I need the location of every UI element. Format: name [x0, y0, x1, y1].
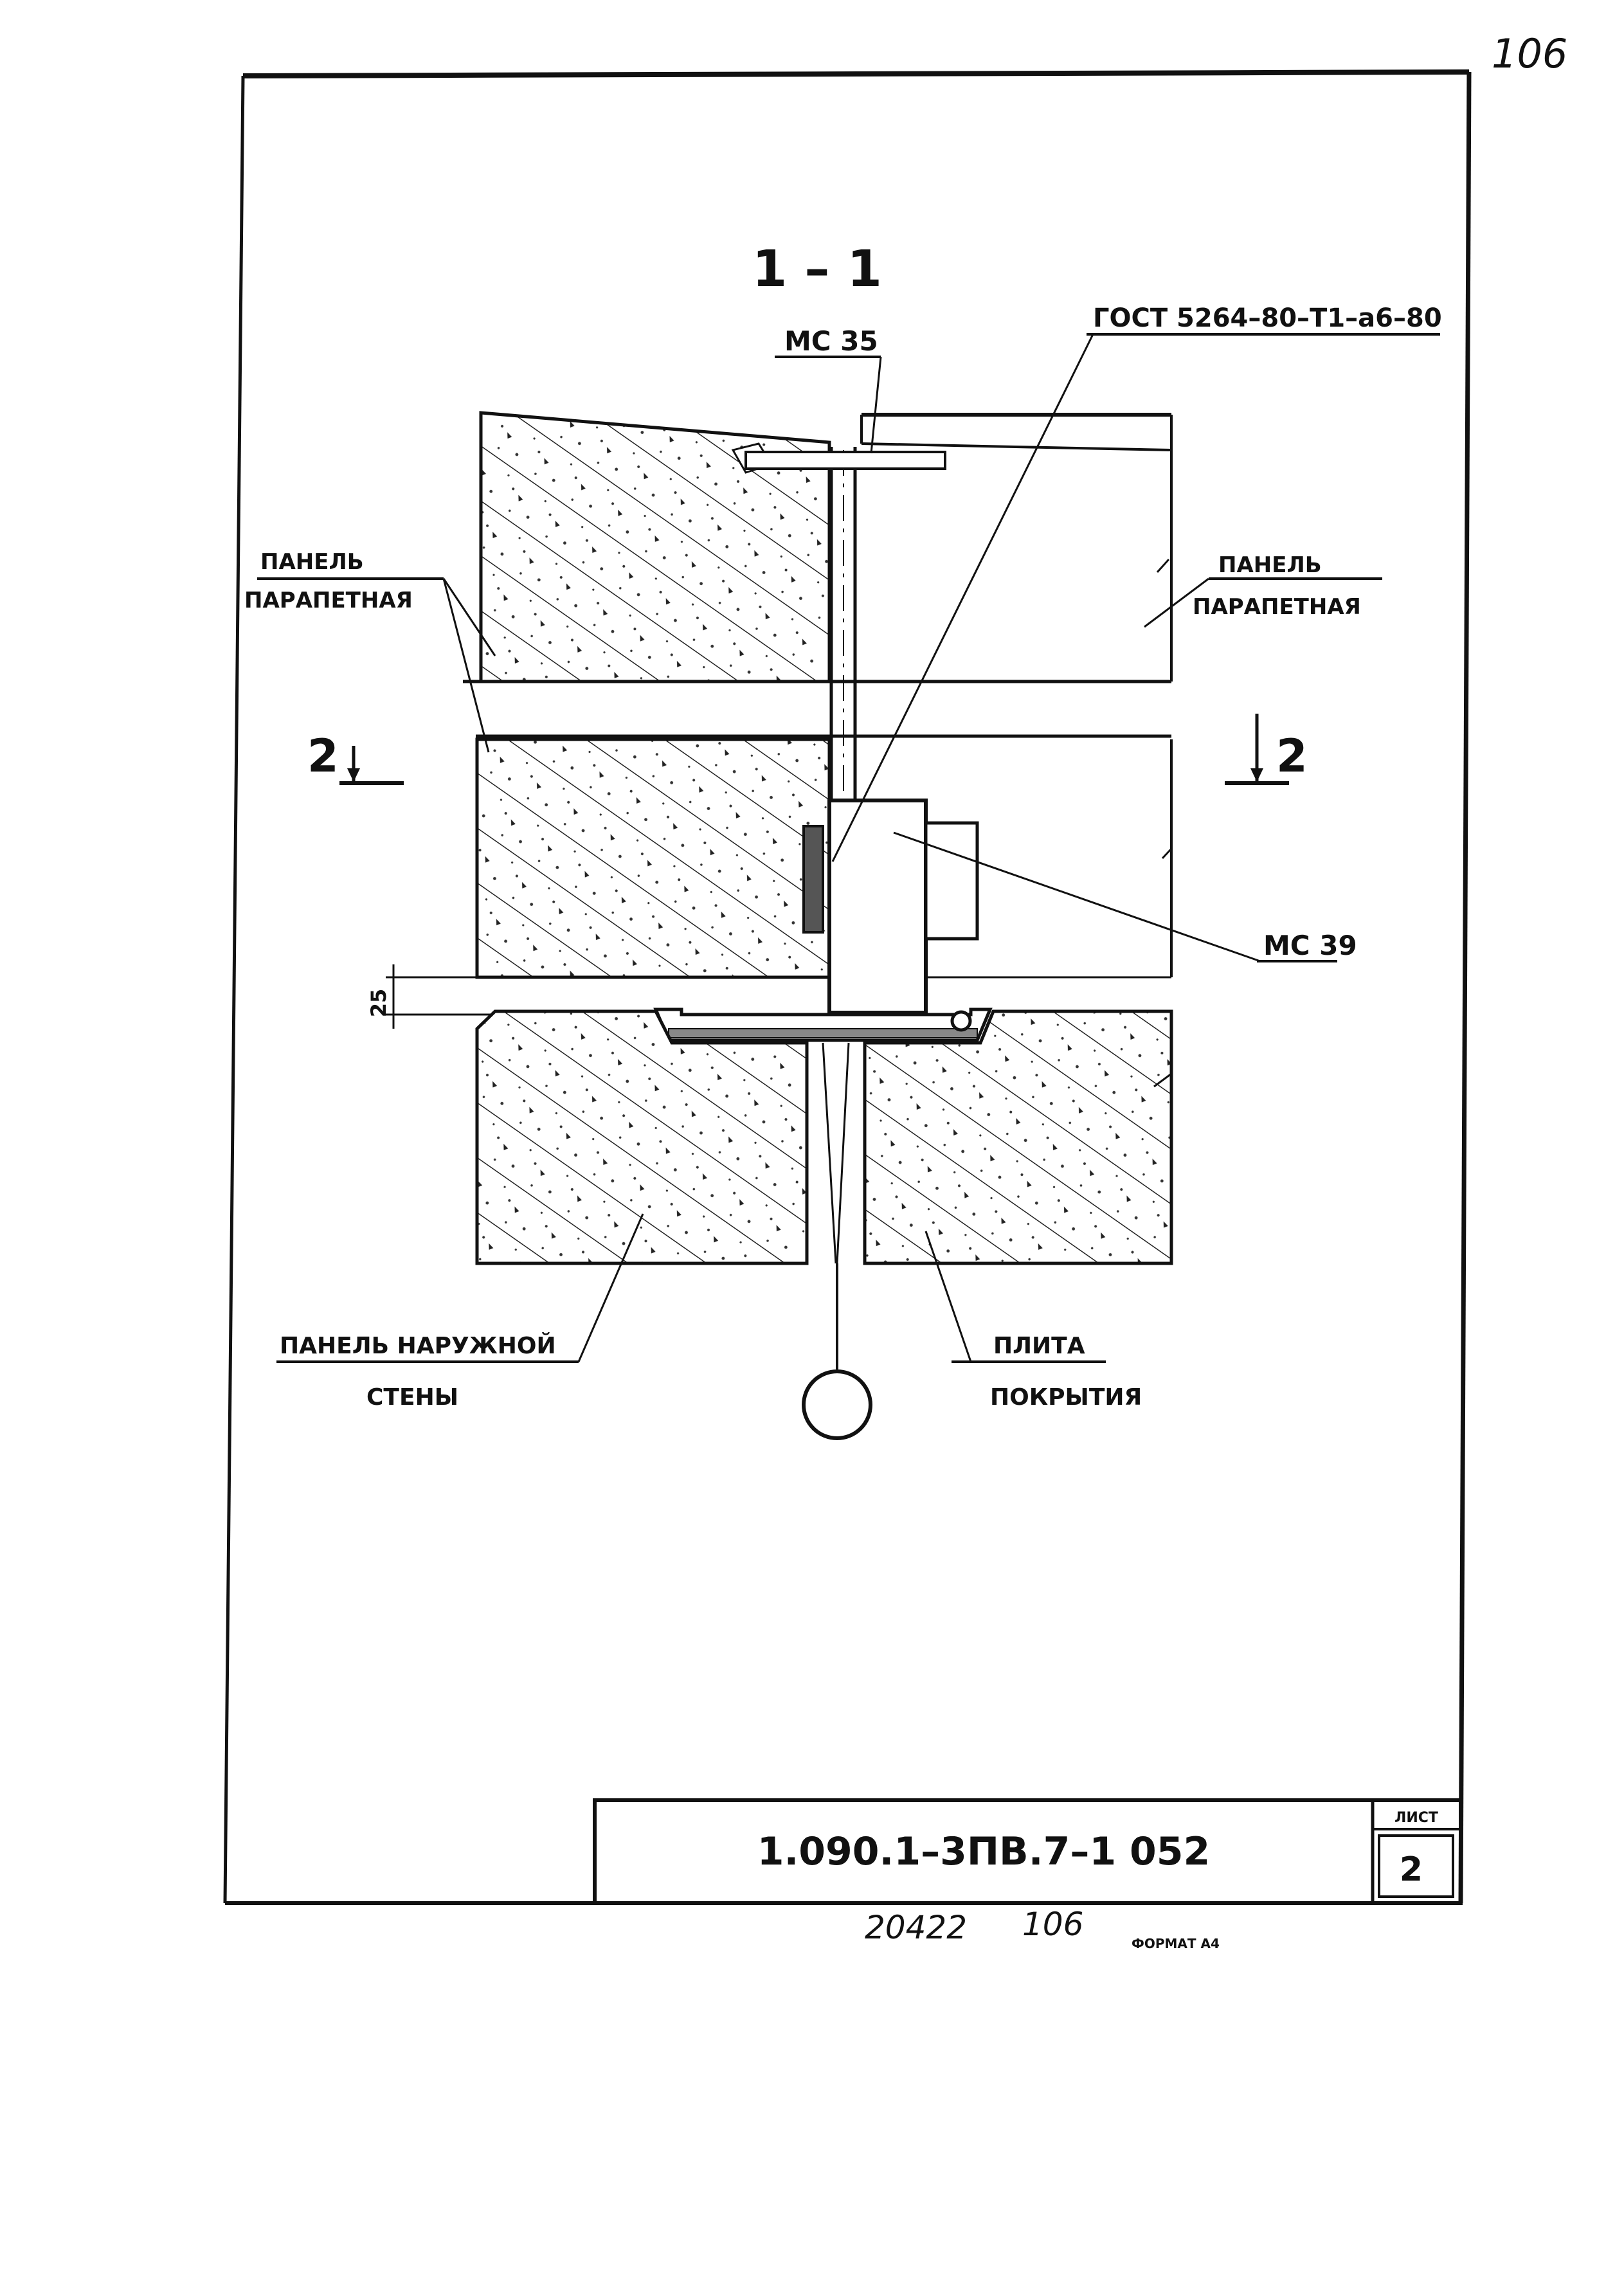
joint-gap	[805, 1042, 867, 1369]
title-block	[593, 1798, 1463, 1905]
section-mark-right: 2	[1225, 714, 1308, 785]
label-parapet-right-1: ПАНЕЛЬ	[1218, 552, 1322, 578]
sheet-number: 2	[1400, 1850, 1423, 1889]
document-code: 1.090.1–3ПВ.7–1 052	[757, 1829, 1210, 1874]
label-outer-wall-2: СТЕНЫ	[366, 1384, 458, 1411]
paper-format: ФОРМАТ А4	[1132, 1936, 1220, 1951]
label-gost-weld: ГОСТ 5264–80–Т1–а6–80	[1093, 303, 1442, 333]
label-parapet-left-1: ПАНЕЛЬ	[260, 549, 364, 575]
svg-text:2: 2	[1276, 730, 1308, 782]
callout-circle	[802, 1369, 872, 1440]
section-title: 1 – 1	[752, 240, 882, 298]
embedded-part-mc35	[744, 451, 946, 470]
label-slab-2: ПОКРЫТИЯ	[990, 1384, 1142, 1411]
svg-text:2: 2	[307, 730, 339, 782]
parapet-panel-middle-left	[475, 737, 831, 979]
embedded-part-mc39	[802, 799, 979, 1015]
footer-page-number: 106	[1022, 1906, 1083, 1943]
archive-number: 20422	[865, 1909, 967, 1946]
outer-wall-panel	[475, 1009, 809, 1265]
label-slab-1: ПЛИТА	[993, 1333, 1085, 1359]
sheet-label: ЛИСТ	[1394, 1810, 1438, 1826]
section-mark-left: 2	[307, 730, 404, 785]
bearing-plate	[653, 1007, 993, 1042]
leader-lines	[257, 333, 1440, 1363]
label-parapet-right-2: ПАРАПЕТНАЯ	[1193, 594, 1361, 620]
corner-note: 106	[1492, 30, 1567, 77]
label-outer-wall-1: ПАНЕЛЬ НАРУЖНОЙ	[280, 1332, 556, 1359]
roof-slab	[863, 1009, 1173, 1265]
label-mc35: МС 35	[784, 325, 878, 357]
label-parapet-left-2: ПАРАПЕТНАЯ	[244, 588, 413, 613]
parapet-panel-top-right	[860, 413, 1173, 682]
label-mc39: МС 39	[1263, 930, 1357, 961]
dimension-25-value: 25	[366, 989, 391, 1018]
